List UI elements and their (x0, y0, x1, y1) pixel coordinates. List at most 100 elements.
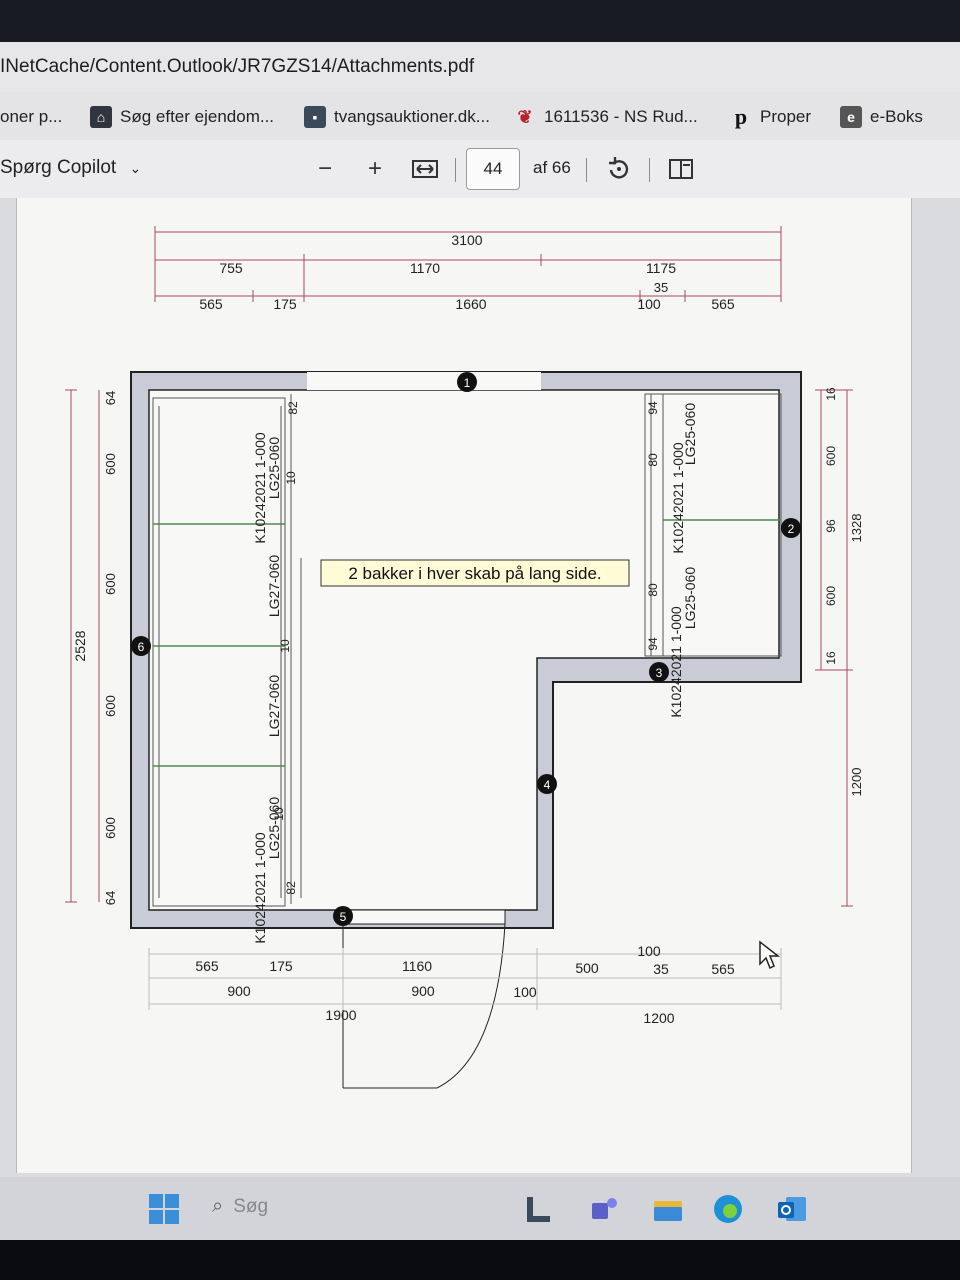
screen: INetCache/Content.Outlook/JR7GZS14/Attac… (0, 42, 960, 1240)
edge-icon[interactable] (712, 1193, 744, 1225)
svg-text:4: 4 (544, 778, 551, 792)
dim-left-64-top: 64 (103, 391, 118, 405)
app-l-icon[interactable] (524, 1193, 556, 1225)
wall-marker-5: 5 (333, 906, 353, 926)
wall-marker-1: 1 (457, 372, 477, 392)
monitor-bezel-top (0, 0, 960, 42)
rotate-icon[interactable] (604, 154, 634, 184)
gavel-icon: ▪ (304, 106, 326, 128)
dim-top-100: 100 (637, 296, 661, 312)
page-total: af 66 (533, 158, 571, 177)
toolbar-divider (455, 158, 456, 182)
right-dimension-lines (815, 389, 853, 907)
teams-icon[interactable] (588, 1193, 620, 1225)
dim-bottom-900-left: 900 (227, 983, 251, 999)
dim-bottom-1160: 1160 (402, 958, 432, 974)
page-view-icon[interactable] (666, 154, 696, 184)
dim-bottom-1200: 1200 (643, 1010, 674, 1026)
svg-text:6: 6 (138, 640, 145, 654)
right-inner-94-top: 94 (646, 401, 660, 415)
left-inner-10-3: 10 (272, 807, 286, 821)
dim-left-600-3: 600 (103, 695, 118, 717)
dim-top-1660: 1660 (455, 296, 486, 312)
left-code-bottom: K10242021 1-000 (252, 832, 268, 944)
mouse-cursor-icon (759, 940, 780, 970)
fit-width-icon[interactable] (410, 154, 440, 184)
dim-top-35: 35 (654, 280, 668, 295)
monitor-bezel-bottom (0, 1240, 960, 1280)
svg-text:5: 5 (340, 910, 347, 924)
taskbar: ⌕ Søg (0, 1177, 960, 1240)
favorite-item-0[interactable]: oner p... (0, 104, 62, 130)
copilot-button[interactable]: Spørg Copilot ⌄ (0, 157, 141, 179)
svg-text:1: 1 (464, 376, 471, 390)
favorite-label: Proper (760, 107, 812, 126)
right-inner-80-1: 80 (646, 453, 660, 467)
favorite-item-1[interactable]: ⌂ Søg efter ejendom... (90, 104, 274, 130)
favorite-item-3[interactable]: ❦ 1611536 - NS Rud... (514, 104, 698, 130)
wall-marker-6: 6 (131, 636, 151, 656)
wall-marker-4: 4 (537, 774, 557, 794)
zoom-out-button[interactable]: − (317, 155, 332, 182)
page-number-input[interactable]: 44 (466, 148, 520, 190)
dim-left-600-4: 600 (103, 817, 118, 839)
right-cabinet-run (644, 393, 782, 657)
bottom-dimension-lines (148, 948, 782, 1010)
document-path: INetCache/Content.Outlook/JR7GZS14/Attac… (0, 56, 475, 77)
left-inner-82-bottom: 82 (284, 881, 298, 895)
favorite-item-2[interactable]: ▪ tvangsauktioner.dk... (304, 104, 490, 130)
favorite-label: 1611536 - NS Rud... (544, 107, 698, 126)
favorite-item-5[interactable]: e e-Boks (840, 104, 923, 130)
windows-start-icon[interactable] (148, 1193, 180, 1225)
top-dimension-lines (154, 226, 782, 302)
dim-left-600-1: 600 (103, 453, 118, 475)
dim-bottom-565-left: 565 (195, 958, 219, 974)
dim-bottom-500: 500 (575, 960, 599, 976)
wall-marker-2: 2 (781, 518, 801, 538)
dim-left-600-2: 600 (103, 573, 118, 595)
left-cabinet-run (152, 394, 302, 907)
favorites-bar: oner p... ⌂ Søg efter ejendom... ▪ tvang… (0, 92, 960, 141)
chevron-down-icon: ⌄ (129, 160, 142, 176)
dim-top-175: 175 (273, 296, 297, 312)
plan-note: 2 bakker i hver skab på lang side. (348, 564, 601, 583)
dim-bottom-35: 35 (653, 961, 669, 977)
taskbar-search[interactable]: ⌕ Søg (212, 1195, 268, 1218)
dim-bottom-175: 175 (269, 958, 293, 974)
search-icon: ⌕ (212, 1195, 224, 1217)
zoom-in-button[interactable]: + (367, 155, 382, 182)
dim-right-1328: 1328 (849, 514, 864, 543)
floor-plan: 3100 755 1170 1 175 565 175 1660 35 100 5… (65, 226, 864, 1089)
left-lg-4: LG25-060 (266, 797, 282, 859)
p-letter-icon: p (734, 104, 748, 129)
file-explorer-icon[interactable] (652, 1193, 684, 1225)
right-inner-80-2: 80 (646, 583, 660, 597)
dim-left-total: 2528 (72, 630, 88, 661)
left-lg-3: LG27-060 (266, 675, 282, 737)
right-inner-94-bottom: 94 (646, 637, 660, 651)
left-inner-82-top: 82 (286, 401, 300, 415)
document-area: 3100 755 1170 1 175 565 175 1660 35 100 5… (0, 198, 960, 1240)
dim-top-565-left: 565 (199, 296, 223, 312)
opening-top (307, 372, 541, 390)
left-code-top: K10242021 1-000 (252, 432, 268, 544)
toolbar-divider (586, 158, 587, 182)
right-lg-1: LG25-060 (682, 403, 698, 465)
outlook-icon[interactable] (776, 1193, 808, 1225)
dim-bottom-100-door: 100 (513, 984, 537, 1000)
dim-top-total: 3100 (451, 232, 482, 248)
right-code-1: K10242021 1-000 (670, 442, 686, 554)
copilot-label: Spørg Copilot (0, 157, 117, 178)
dim-right-96: 96 (824, 519, 838, 533)
dim-top-755: 755 (219, 260, 243, 276)
favorite-label: tvangsauktioner.dk... (334, 107, 490, 126)
pdf-page: 3100 755 1170 1 175 565 175 1660 35 100 5… (16, 198, 912, 1173)
left-cabinet-dividers (153, 523, 285, 767)
house-icon: ⌂ (90, 106, 112, 128)
favorite-item-4[interactable]: p Proper (730, 104, 811, 130)
door (342, 909, 506, 1089)
dim-top-1170: 1170 (410, 260, 440, 276)
toolbar-divider (649, 158, 650, 182)
favorite-label: Søg efter ejendom... (120, 107, 275, 126)
e-letter-icon: e (840, 106, 862, 128)
